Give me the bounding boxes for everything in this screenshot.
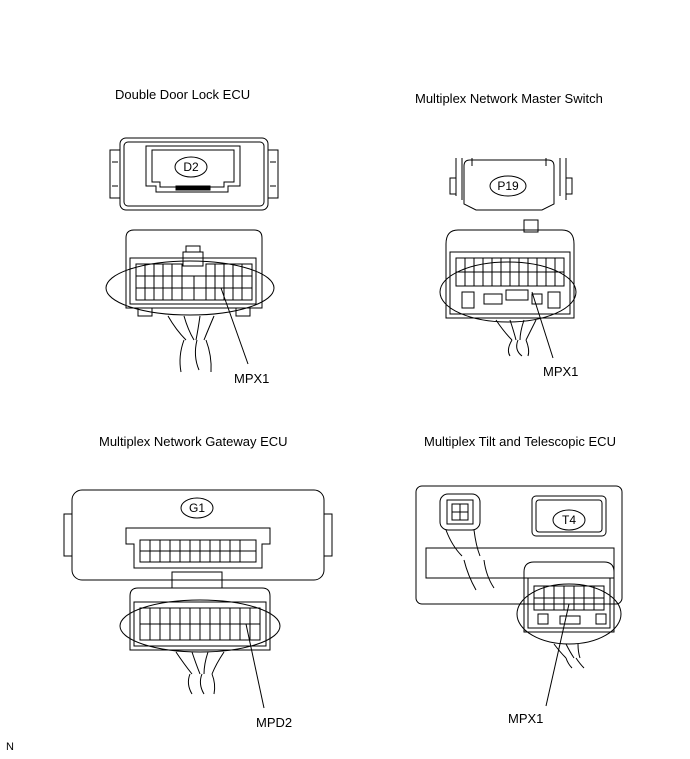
pin-label-gateway: MPD2 (256, 715, 293, 730)
pin-label-double-door: MPX1 (234, 371, 270, 386)
connector-code-g1: G1 (180, 497, 214, 519)
pin-label-tilt: MPX1 (508, 711, 544, 726)
tilt-pin-grid (533, 585, 607, 625)
connector-code-p19-text: P19 (497, 179, 519, 193)
tilt-ecu-housing (415, 485, 623, 605)
master-switch-housing (449, 158, 573, 211)
connector-code-d2: D2 (174, 156, 208, 178)
panel-title-gateway: Multiplex Network Gateway ECU (99, 434, 288, 449)
double-door-wire-connector (105, 229, 275, 373)
gateway-wire-connector (119, 571, 281, 709)
panel-title-master-switch: Multiplex Network Master Switch (415, 91, 603, 106)
panel-title-tilt: Multiplex Tilt and Telescopic ECU (424, 434, 616, 449)
connector-code-p19: P19 (489, 175, 527, 197)
tilt-wire-connector (516, 561, 622, 707)
connector-code-g1-text: G1 (189, 501, 205, 515)
double-door-pin-grid (135, 263, 253, 301)
connector-code-d2-text: D2 (183, 160, 199, 174)
master-switch-pin-grid (455, 257, 565, 309)
connector-code-t4: T4 (552, 509, 586, 531)
gateway-pin-grid (139, 607, 261, 641)
master-switch-wire-connector (439, 219, 577, 359)
gateway-ecu-housing (63, 489, 333, 581)
double-door-ecu-housing (109, 137, 279, 211)
connector-code-t4-text: T4 (562, 513, 576, 527)
pin-label-master-switch: MPX1 (543, 364, 579, 379)
corner-mark: N (6, 741, 14, 753)
panel-title-double-door: Double Door Lock ECU (115, 87, 251, 102)
